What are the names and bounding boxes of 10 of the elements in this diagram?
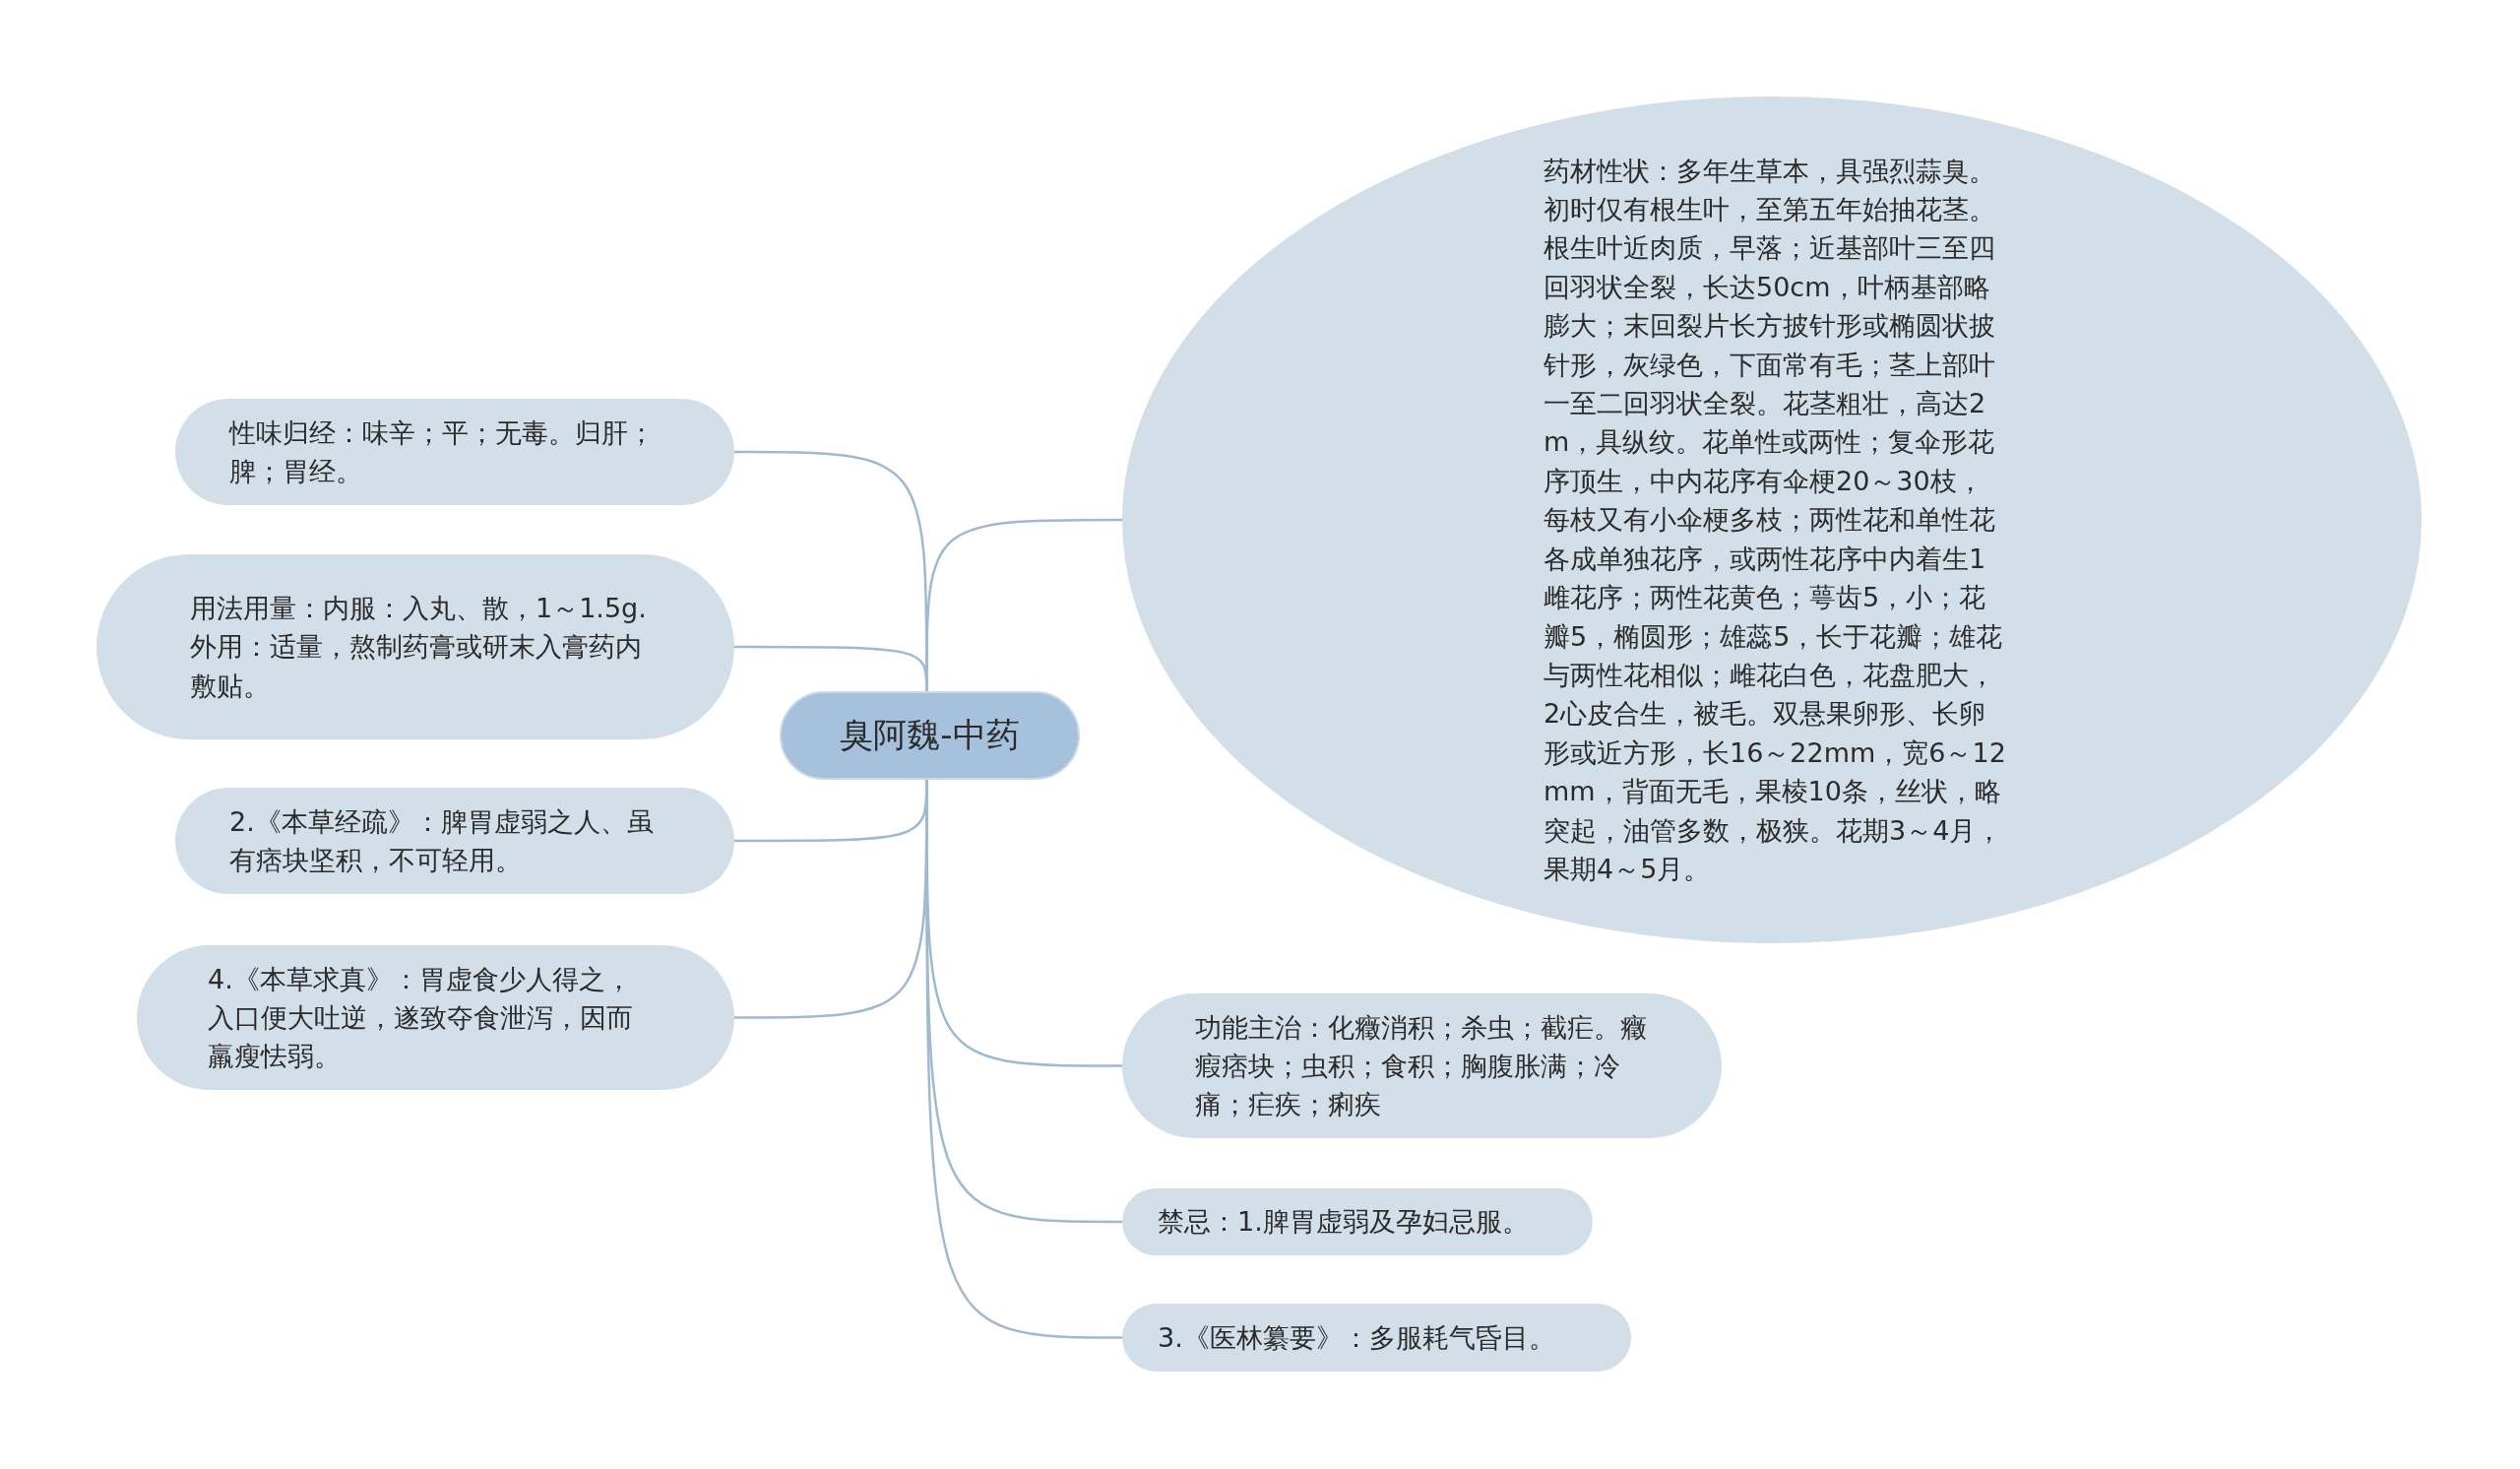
topic-text: 药材性状：多年生草本，具强烈蒜臭。初时仅有根生叶，至第五年始抽花茎。根生叶近肉质，早落；近基部叶三至四回羽状全裂，长达50cm，叶柄基部略膨大；末回裂片长方披针形或椭圆状披针形，灰绿色，下面常有毛；茎上部叶一至二回羽状全裂。花茎粗壮，高达2m，具纵纹。花单性或两性；复伞形花序顶生，中内花序有伞梗20～30枝，每枝又有小伞梗多枝；两性花和单性花各成单独花序，或两性花序中内着生1雌花序；两性花黄色；萼齿5，小；花瓣5，椭圆形；雄蕊5，长于花瓣；雄花与两性花相似；雌花白色，花盘肥大，2心皮合生，被毛。双悬果卵形、长卵形或近方形，长16～22mm，宽6～12mm，背面无毛，果棱10条，丝状，略突起，油管多数，极狭。花期3～4月，果期4～5月。: [1544, 154, 2006, 886]
topic-text: 臭阿魏-中药: [840, 714, 1020, 757]
topic-text: 功能主治：化癥消积；杀虫；截疟。癥瘕痞块；虫积；食积；胸腹胀满；冷痛；疟疾；痢疾: [1195, 1010, 1648, 1122]
topic-text: 2.《本草经疏》：脾胃虚弱之人、虽有痞块坚积，不可轻用。: [229, 804, 655, 877]
topic-text: 用法用量：内服：入丸、散，1～1.5g.外用：适量，熬制药膏或研末入膏药内敷贴。: [190, 592, 648, 703]
topic-text: 3.《医林纂要》：多服耗气昏目。: [1158, 1320, 1556, 1355]
topic-text: 性味归经：味辛；平；无毒。归肝；脾；胃经。: [229, 415, 656, 488]
topic-text: 4.《本草求真》：胃虚食少人得之，入口便大吐逆，遂致夺食泄泻，因而羸瘦怯弱。: [208, 962, 634, 1074]
connector-line: [925, 518, 1122, 691]
topic-text: 禁忌：1.脾胃虚弱及孕妇忌服。: [1158, 1205, 1530, 1240]
